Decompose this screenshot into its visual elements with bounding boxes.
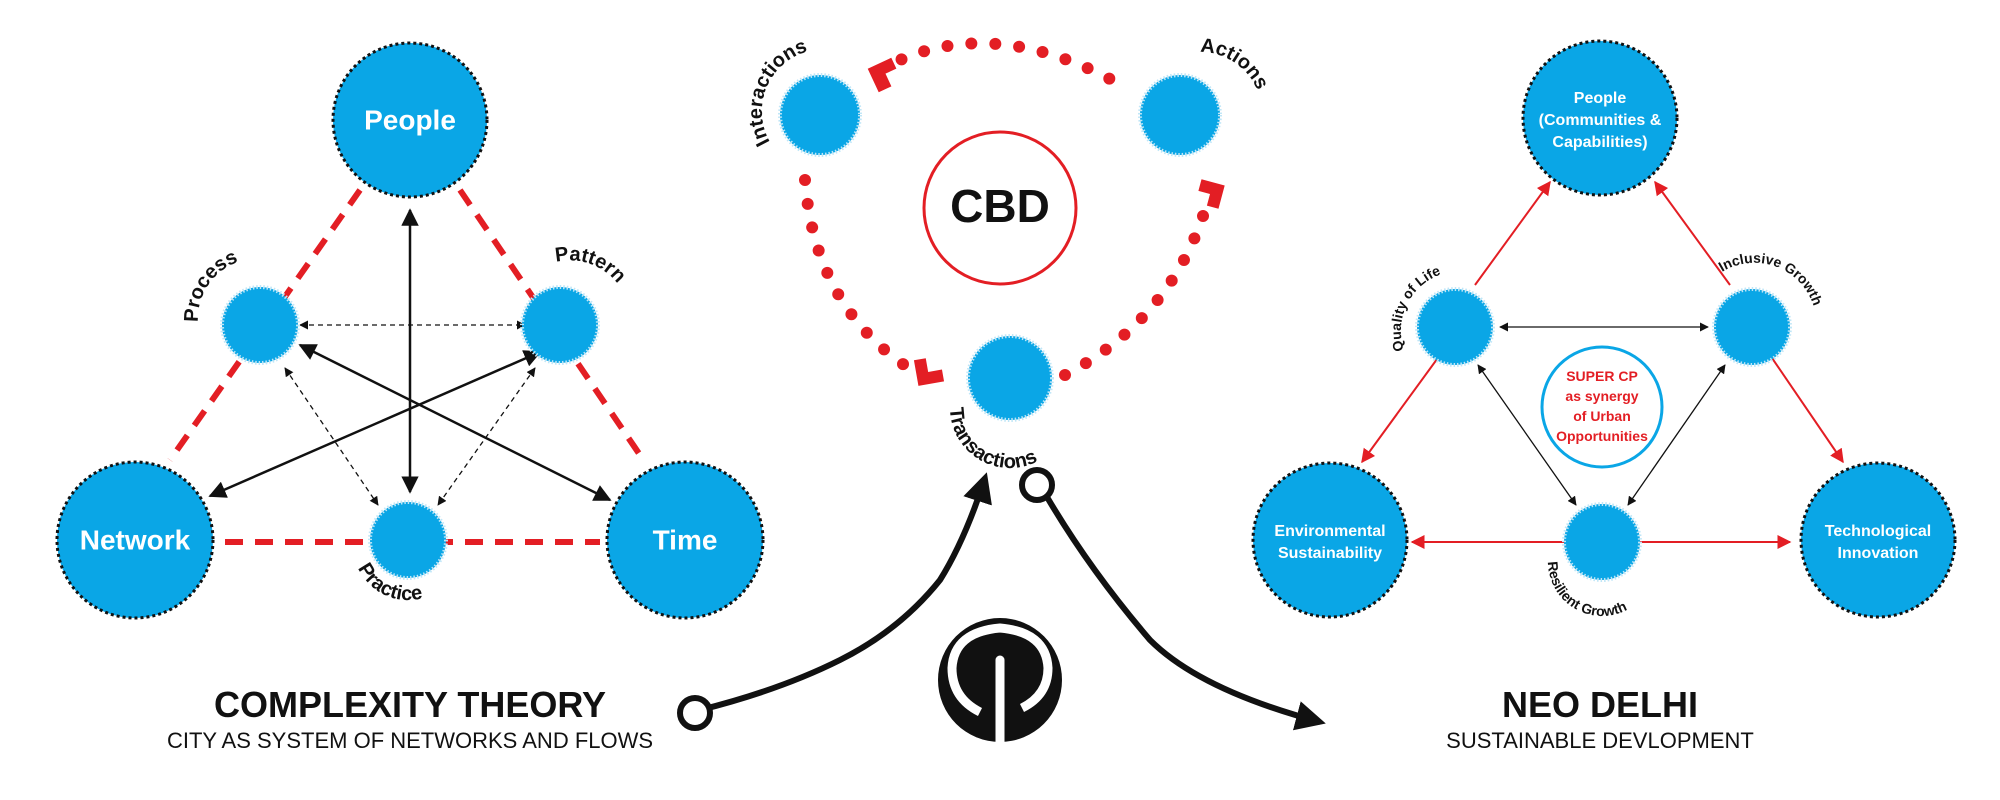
cbd-label: CBD xyxy=(950,180,1050,232)
red-dotted-arcs xyxy=(799,37,1211,381)
black-thin-arrows xyxy=(1477,322,1726,506)
node-inclusive-growth: Inclusive Growth xyxy=(1712,250,1826,367)
node-process: Process xyxy=(181,246,300,365)
node-quality-of-life: Quality of Life xyxy=(1388,262,1495,367)
neo-delhi-title: NEO DELHI xyxy=(1502,684,1698,725)
cbd-center: CBD xyxy=(922,130,1078,286)
neo-delhi-diagram: People (Communities & Capabilities) Envi… xyxy=(1251,39,1957,753)
node-people-label: People xyxy=(364,104,456,135)
flow-arrow-in xyxy=(677,472,992,731)
dashed-arrows xyxy=(284,320,536,506)
flow-arrow-out xyxy=(1019,467,1326,731)
super-cp-center: SUPER CP as synergy of Urban Opportuniti… xyxy=(1540,345,1664,469)
complexity-diagram: People Network Time Process Pattern Prac… xyxy=(55,41,765,753)
super-cp-line-3: of Urban xyxy=(1573,408,1631,424)
environmental-line-2: Sustainability xyxy=(1278,545,1382,562)
super-cp-line-1: SUPER CP xyxy=(1566,368,1638,384)
environmental-line-1: Environmental xyxy=(1274,523,1385,540)
node-environmental: Environmental Sustainability xyxy=(1251,461,1409,619)
technological-line-2: Innovation xyxy=(1838,545,1919,562)
node-people-communities: People (Communities & Capabilities) xyxy=(1521,39,1679,197)
node-resilient-growth: Resilient Growth xyxy=(1545,502,1642,619)
node-time: Time xyxy=(605,460,765,620)
people-line-2: (Communities & xyxy=(1539,112,1662,129)
neo-delhi-subtitle: SUSTAINABLE DEVLOPMENT xyxy=(1446,728,1754,753)
power-symbol-icon xyxy=(938,618,1062,750)
node-actions: Actions xyxy=(1138,35,1273,157)
technological-line-1: Technological xyxy=(1825,523,1931,540)
node-network-label: Network xyxy=(80,524,191,555)
node-actions-label: Actions xyxy=(1199,35,1272,93)
people-line-3: Capabilities) xyxy=(1552,134,1647,151)
node-network: Network xyxy=(55,460,215,620)
red-direction-markers xyxy=(867,57,1225,386)
cbd-diagram: Interactions Actions Transactions CBD xyxy=(677,35,1326,750)
node-practice: Practice xyxy=(353,500,448,605)
node-interactions: Interactions xyxy=(745,35,862,157)
node-pattern: Pattern xyxy=(520,243,631,365)
red-dashed-edges xyxy=(167,188,643,545)
node-people: People xyxy=(331,41,489,199)
node-transactions: Transactions xyxy=(945,334,1054,473)
complexity-title: COMPLEXITY THEORY xyxy=(214,684,606,725)
node-pattern-label: Pattern xyxy=(554,243,631,287)
people-line-1: People xyxy=(1574,90,1627,107)
super-cp-line-4: Opportunities xyxy=(1556,428,1648,444)
complexity-subtitle: CITY AS SYSTEM OF NETWORKS AND FLOWS xyxy=(167,728,653,753)
node-time-label: Time xyxy=(653,524,718,555)
super-cp-line-2: as synergy xyxy=(1565,388,1638,404)
node-technological: Technological Innovation xyxy=(1799,461,1957,619)
